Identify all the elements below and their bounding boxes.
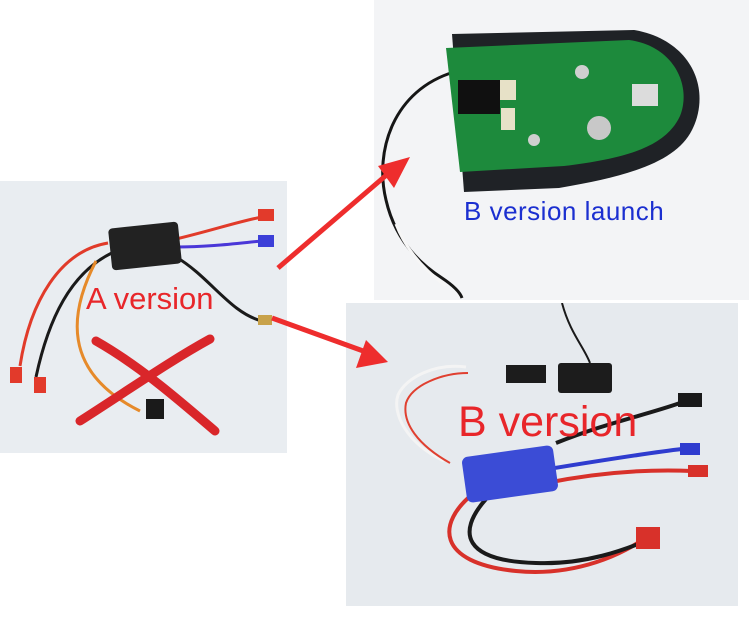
pad xyxy=(575,65,589,79)
antenna-tip xyxy=(394,223,447,288)
receiver-module xyxy=(558,363,612,393)
wire xyxy=(467,497,647,566)
wire xyxy=(395,364,467,463)
servo-plug xyxy=(506,365,546,383)
esc-body xyxy=(462,445,558,503)
deans-plug xyxy=(636,527,660,549)
wire xyxy=(447,491,648,574)
a-version-esc-illustration xyxy=(10,209,274,436)
a-version-label: A version xyxy=(86,281,214,316)
wire xyxy=(175,239,263,249)
wire xyxy=(535,447,683,473)
b-version-launch-photo: B version launch xyxy=(374,0,749,300)
connector xyxy=(688,465,708,477)
connector xyxy=(34,377,46,393)
b-version-photo: B version xyxy=(346,303,738,606)
esc-body xyxy=(108,221,182,271)
connector xyxy=(501,108,515,130)
wire xyxy=(555,401,681,445)
antenna-wire xyxy=(561,303,591,364)
a-version-photo: A version xyxy=(0,181,287,453)
circuit-board xyxy=(446,40,684,172)
wire xyxy=(175,255,263,323)
b-version-label: B version xyxy=(458,398,638,446)
connector xyxy=(10,367,22,383)
b-version-esc-illustration xyxy=(395,303,708,574)
wire xyxy=(404,372,469,464)
connector xyxy=(680,443,700,455)
antenna-wire xyxy=(381,70,464,299)
cross-mark-icon xyxy=(75,334,220,436)
connector xyxy=(678,393,702,407)
wire xyxy=(175,215,263,241)
pad xyxy=(528,134,540,146)
button-switch xyxy=(632,84,658,106)
receiver-board-illustration xyxy=(381,30,700,299)
wire xyxy=(18,241,109,367)
connector xyxy=(258,209,274,221)
connector xyxy=(500,80,516,100)
wire xyxy=(34,249,117,378)
chip xyxy=(458,80,500,114)
connector xyxy=(258,235,274,247)
wire xyxy=(545,468,693,485)
battery-contact xyxy=(587,116,611,140)
servo-plug xyxy=(146,399,164,419)
b-version-launch-label: B version launch xyxy=(464,196,665,226)
connector xyxy=(258,315,272,325)
